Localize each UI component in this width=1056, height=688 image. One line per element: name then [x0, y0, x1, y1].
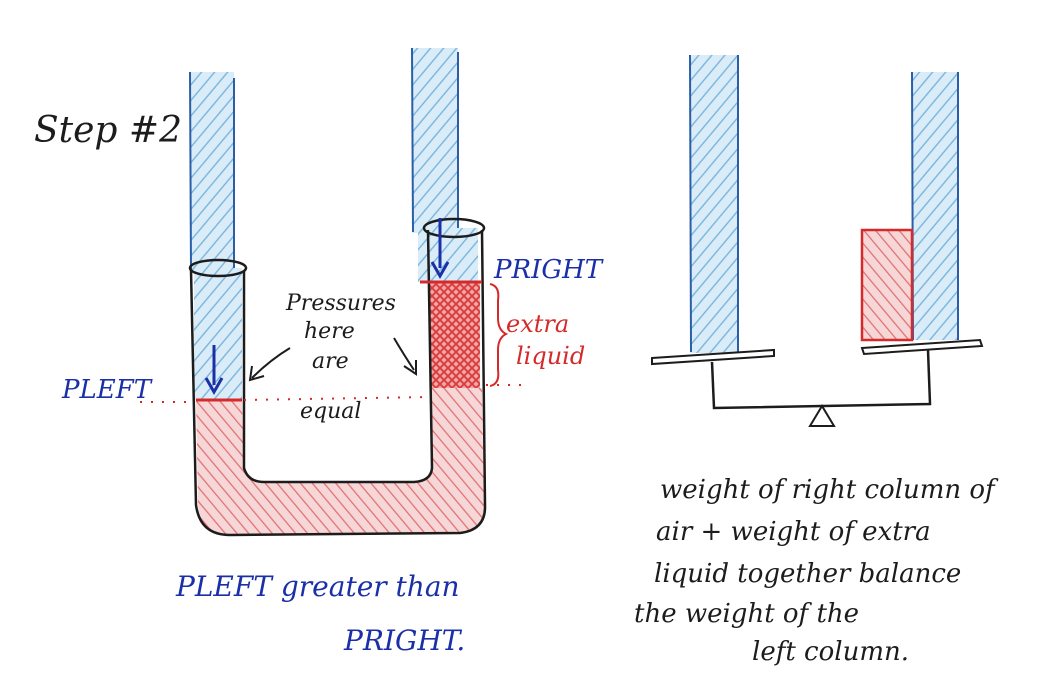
left-air-column [189, 71, 235, 272]
right-caption-line-3: liquid together balance [654, 559, 961, 589]
right-pan [860, 338, 984, 356]
u-tube-liquid [196, 388, 484, 534]
note-arrow-left [251, 347, 291, 379]
note-arrow-right [393, 337, 415, 371]
right-tube-opening [422, 217, 486, 239]
left-caption-line-2: PRIGHT. [343, 624, 465, 657]
right-caption-line-1: weight of right column of [660, 475, 999, 505]
u-tube-diagram [140, 47, 522, 537]
p-right-label: PRIGHT [493, 255, 604, 285]
left-pan [651, 348, 775, 366]
fulcrum [808, 404, 836, 427]
left-pressure-arrow [204, 345, 224, 396]
right-caption-line-2: air + weight of extra [656, 517, 931, 547]
extra-label: extra [506, 310, 569, 338]
balance-right-air-column [911, 71, 959, 341]
left-arm-air [194, 268, 242, 400]
right-air-column [411, 47, 459, 233]
note-line-2: here [304, 319, 355, 344]
extra-liquid-brace [489, 283, 509, 387]
right-caption-line-5: left column. [752, 637, 909, 667]
level-dots-middle [243, 396, 431, 401]
step-label: Step #2 [34, 110, 182, 151]
note-line-3: are [312, 349, 349, 374]
right-caption-line-4: the weight of the [634, 599, 859, 629]
u-tube-outer [189, 229, 487, 537]
balance-left-air-column [689, 54, 739, 353]
u-tube-inner [242, 229, 434, 484]
left-tube-opening [188, 258, 248, 278]
note-line-1: Pressures [285, 291, 396, 316]
balance-diagram [651, 54, 984, 427]
note-line-4: equal [300, 399, 361, 424]
left-caption-line-1: PLEFT greater than [175, 570, 460, 603]
liquid-label: liquid [516, 342, 585, 370]
balance-extra-liquid [860, 228, 914, 342]
right-pressure-arrow [430, 218, 450, 280]
p-left-label: PLEFT [61, 375, 153, 405]
extra-liquid [430, 282, 480, 388]
